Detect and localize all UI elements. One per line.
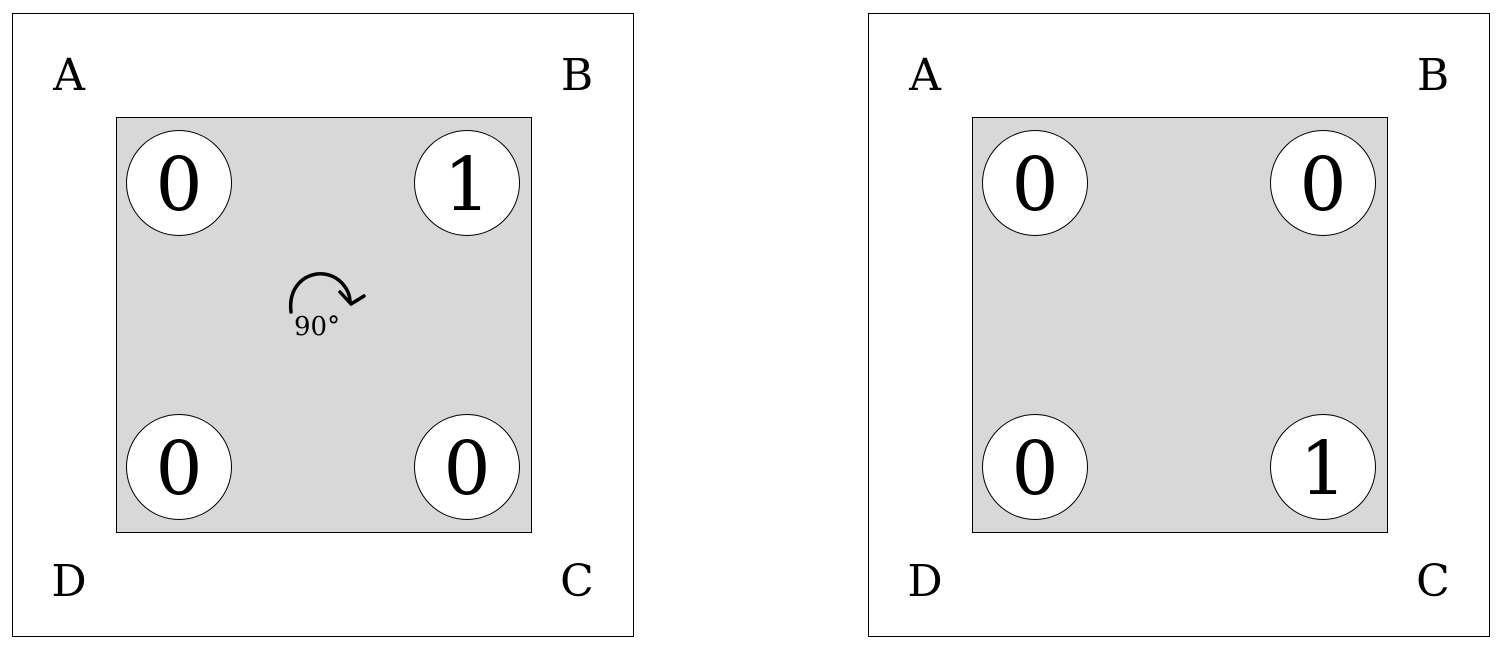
bit-value: 0 (155, 142, 203, 228)
bit-value: 0 (1299, 142, 1347, 228)
panel-after-rotation: A B D C 0 0 0 1 (868, 13, 1490, 637)
bit-top-right: 1 (414, 130, 520, 236)
corner-label-c: C (1416, 556, 1450, 607)
rotation-indicator: 90° (282, 266, 382, 346)
panel-before-rotation: A B D C 0 1 0 0 90° (12, 13, 634, 637)
bit-bottom-right: 1 (1270, 414, 1376, 520)
bit-value: 1 (1299, 426, 1347, 512)
bit-top-right: 0 (1270, 130, 1376, 236)
bit-bottom-left: 0 (982, 414, 1088, 520)
bit-value: 1 (443, 142, 491, 228)
bit-value: 0 (155, 426, 203, 512)
corner-label-d: D (907, 556, 943, 607)
bit-value: 0 (1011, 142, 1059, 228)
bit-bottom-right: 0 (414, 414, 520, 520)
corner-label-c: C (560, 556, 594, 607)
rotating-square: 0 1 0 0 90° (116, 117, 532, 533)
corner-label-a: A (909, 50, 941, 101)
bit-top-left: 0 (126, 130, 232, 236)
corner-label-b: B (1416, 50, 1450, 101)
corner-label-d: D (51, 556, 87, 607)
corner-label-a: A (53, 50, 85, 101)
clockwise-rotate-arrow-icon (288, 272, 366, 314)
rotated-square: 0 0 0 1 (972, 117, 1388, 533)
bit-top-left: 0 (982, 130, 1088, 236)
bit-value: 0 (443, 426, 491, 512)
bit-bottom-left: 0 (126, 414, 232, 520)
bit-value: 0 (1011, 426, 1059, 512)
corner-label-b: B (560, 50, 594, 101)
rotation-angle-label: 90° (294, 312, 341, 342)
